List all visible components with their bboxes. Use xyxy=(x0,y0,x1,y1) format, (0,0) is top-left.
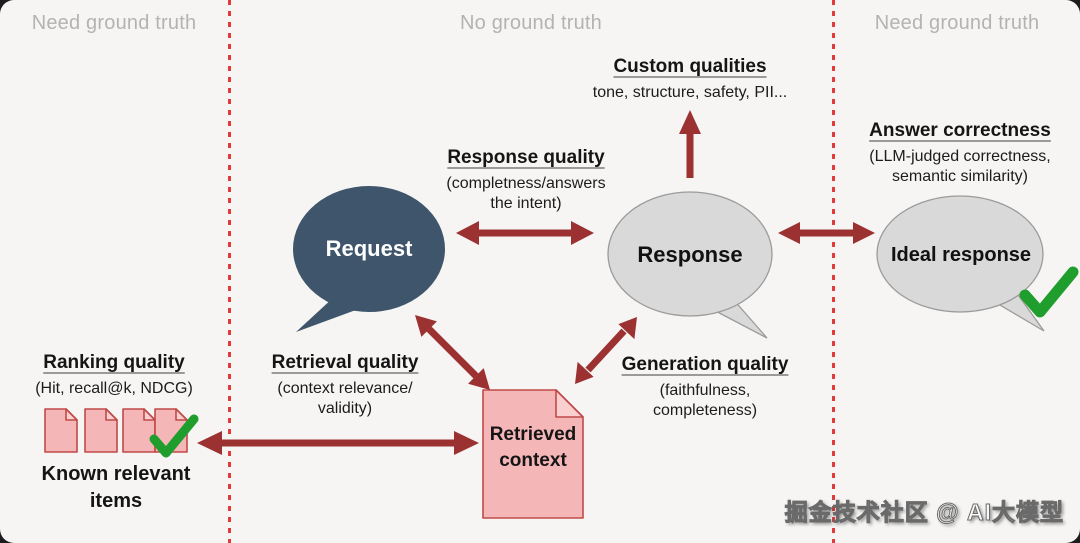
retrieval-quality-line2: validity) xyxy=(317,400,373,418)
response-bubble xyxy=(607,191,773,339)
annotation-custom-qualities: Custom qualities tone, structure, safety… xyxy=(583,54,797,103)
zone-header-right: Need ground truth xyxy=(874,12,1040,34)
arrow-known-items-retrieved-context xyxy=(197,431,479,455)
generation-quality-line1: (faithfulness, xyxy=(659,381,751,399)
custom-qualities-title: Custom qualities xyxy=(613,56,767,77)
annotation-ranking-quality: Ranking quality (Hit, recall@k, NDCG) xyxy=(8,350,220,399)
annotation-response-quality: Response quality (completness/answers th… xyxy=(430,145,622,215)
arrow-request-retrieved-context xyxy=(415,315,490,390)
check-icon xyxy=(1019,266,1079,318)
custom-qualities-subtitle: tone, structure, safety, PII... xyxy=(592,83,788,101)
document-icon xyxy=(84,408,118,453)
answer-correctness-line2: semantic similarity) xyxy=(891,168,1028,186)
arrow-response-retrieved-context xyxy=(575,317,637,384)
arrow-response-custom-qualities xyxy=(679,110,701,178)
response-quality-line1: (completness/answers xyxy=(446,174,606,192)
ranking-quality-title: Ranking quality xyxy=(43,352,185,373)
answer-correctness-line1: (LLM-judged correctness, xyxy=(869,147,1051,165)
answer-correctness-title: Answer correctness xyxy=(869,120,1051,141)
zone-divider-right xyxy=(832,0,835,543)
annotation-answer-correctness: Answer correctness (LLM-judged correctne… xyxy=(850,118,1070,188)
check-icon xyxy=(149,414,199,458)
generation-quality-title: Generation quality xyxy=(621,354,789,375)
generation-quality-line2: completeness) xyxy=(652,402,758,420)
zone-header-middle: No ground truth xyxy=(460,12,602,34)
response-quality-line2: the intent) xyxy=(490,195,562,213)
ranking-quality-subtitle: (Hit, recall@k, NDCG) xyxy=(35,379,193,397)
retrieval-quality-line1: (context relevance/ xyxy=(277,379,413,397)
retrieved-context-document-icon xyxy=(482,389,584,519)
document-icon xyxy=(44,408,78,453)
response-quality-title: Response quality xyxy=(447,147,605,168)
watermark: 掘金技术社区 @ AI大模型 xyxy=(784,499,1064,526)
arrow-request-response xyxy=(456,221,594,245)
annotation-retrieval-quality: Retrieval quality (context relevance/ va… xyxy=(252,350,438,420)
ideal-response-bubble xyxy=(876,195,1045,332)
request-bubble xyxy=(293,186,445,332)
annotation-generation-quality: Generation quality (faithfulness, comple… xyxy=(612,352,798,422)
zone-divider-left xyxy=(228,0,231,543)
document-icon xyxy=(122,408,156,453)
arrow-response-ideal-response xyxy=(778,222,875,244)
zone-header-left: Need ground truth xyxy=(31,12,197,34)
retrieval-quality-title: Retrieval quality xyxy=(271,352,419,373)
